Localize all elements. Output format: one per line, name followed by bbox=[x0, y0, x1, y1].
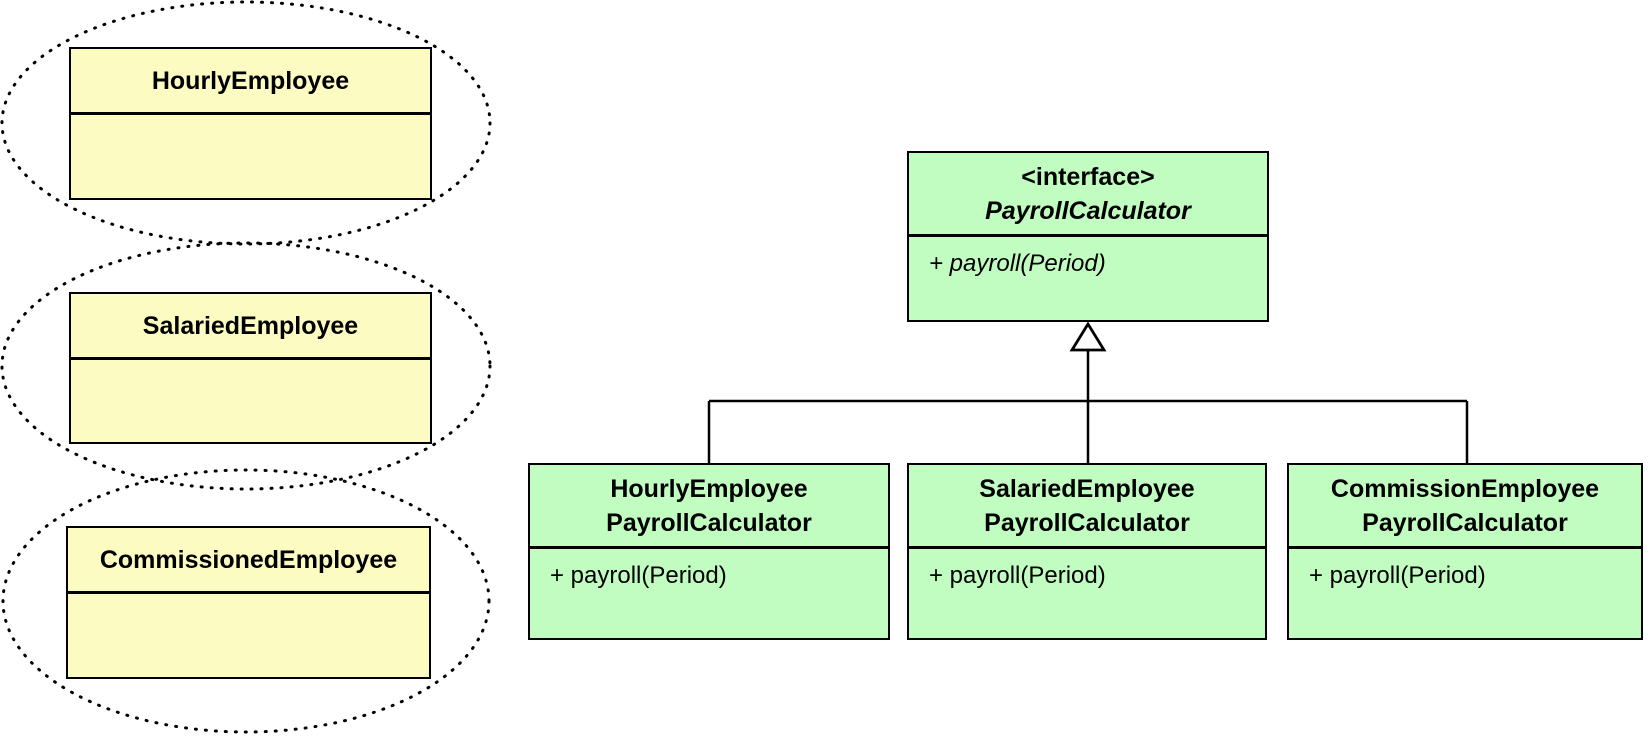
class-name-line1: CommissionEmployee bbox=[1330, 474, 1600, 503]
class-box-commission-payroll-calculator: CommissionEmployee PayrollCalculator + p… bbox=[1287, 463, 1643, 640]
grouping-ellipse-hourly bbox=[0, 0, 492, 246]
class-box-hourly-payroll-calculator: HourlyEmployee PayrollCalculator + payro… bbox=[528, 463, 890, 640]
class-title: HourlyEmployee PayrollCalculator bbox=[530, 465, 888, 549]
class-name: CommissionedEmployee bbox=[68, 528, 429, 594]
class-name-line2: PayrollCalculator bbox=[606, 508, 812, 537]
grouping-ellipse-salaried bbox=[0, 241, 492, 491]
class-name: SalariedEmployee bbox=[71, 294, 430, 360]
class-name: HourlyEmployee bbox=[71, 49, 430, 115]
class-box-commissioned-employee: CommissionedEmployee bbox=[66, 526, 431, 679]
interface-method: + payroll(Period) bbox=[929, 250, 1106, 277]
class-box-salaried-payroll-calculator: SalariedEmployee PayrollCalculator + pay… bbox=[907, 463, 1267, 640]
interface-title: <interface> PayrollCalculator bbox=[909, 153, 1267, 237]
class-name-line1: SalariedEmployee bbox=[979, 474, 1195, 503]
grouping-ellipse-commissioned bbox=[1, 468, 491, 734]
interface-stereotype: <interface> bbox=[1021, 162, 1155, 191]
interface-name: PayrollCalculator bbox=[985, 196, 1191, 225]
class-method: + payroll(Period) bbox=[1309, 562, 1486, 589]
class-box-salaried-employee: SalariedEmployee bbox=[69, 292, 432, 444]
class-name-line2: PayrollCalculator bbox=[1362, 508, 1568, 537]
class-method: + payroll(Period) bbox=[929, 562, 1106, 589]
class-name-line1: HourlyEmployee bbox=[610, 474, 808, 503]
generalization-triangle-arrowhead bbox=[1069, 321, 1107, 352]
class-name-line2: PayrollCalculator bbox=[984, 508, 1190, 537]
class-box-hourly-employee: HourlyEmployee bbox=[69, 47, 432, 200]
class-method: + payroll(Period) bbox=[550, 562, 727, 589]
class-title: SalariedEmployee PayrollCalculator bbox=[909, 465, 1265, 549]
class-title: CommissionEmployee PayrollCalculator bbox=[1289, 465, 1641, 549]
interface-box-payroll-calculator: <interface> PayrollCalculator + payroll(… bbox=[907, 151, 1269, 322]
